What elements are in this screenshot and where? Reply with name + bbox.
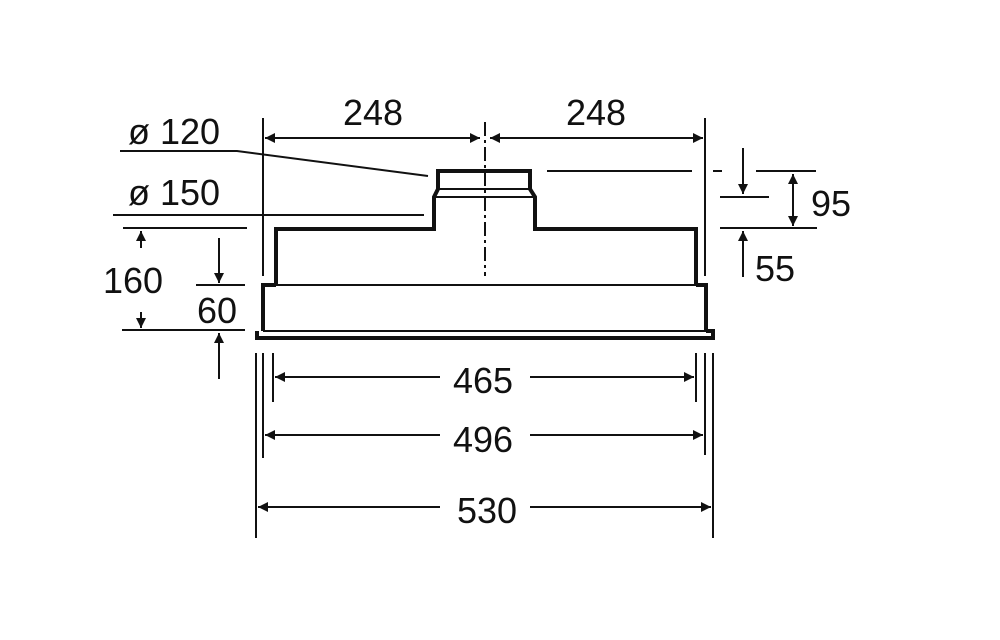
spigot-dimensions: 95 55 — [547, 148, 851, 289]
height-dimensions: 160 60 — [103, 227, 247, 379]
mid-width-label: 496 — [453, 419, 513, 460]
right-offset-label: 248 — [566, 92, 626, 133]
diameter-callouts: ø 120 ø 150 — [113, 111, 429, 216]
width-dimensions: 465 496 530 — [255, 353, 714, 538]
lower-height-label: 60 — [197, 290, 237, 331]
spigot-upper-label: 55 — [755, 248, 795, 289]
left-offset-label: 248 — [343, 92, 403, 133]
spigot-height-label: 95 — [811, 183, 851, 224]
total-height-label: 160 — [103, 260, 163, 301]
inner-width-label: 465 — [453, 360, 513, 401]
outer-width-label: 530 — [457, 490, 517, 531]
offset-dimensions: 248 248 — [262, 92, 706, 276]
diameter-150-label: ø 150 — [128, 172, 220, 213]
diameter-120-label: ø 120 — [128, 111, 220, 152]
hood-body — [255, 122, 715, 340]
